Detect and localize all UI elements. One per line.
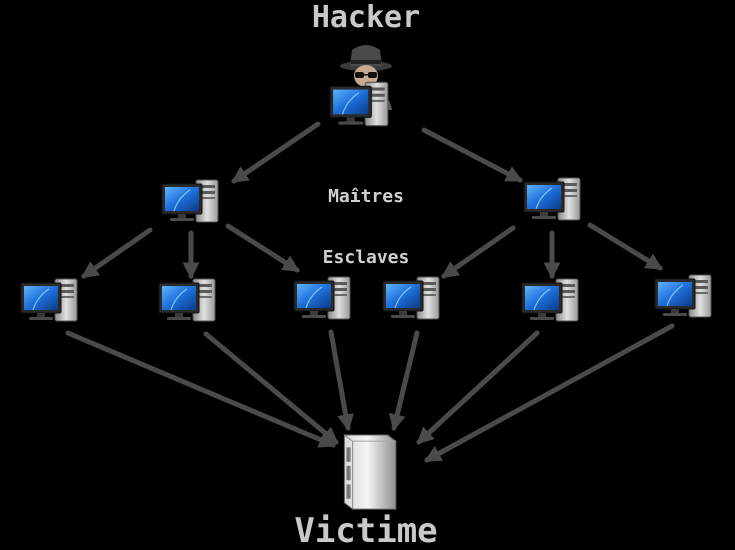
arrow-slave-1-to-victim [65, 330, 337, 448]
arrow-master-left-to-slave-1 [81, 227, 153, 279]
arrow-slave-4-to-victim [388, 330, 420, 432]
arrow-master-right-to-slave-6 [587, 222, 663, 271]
victim-server-icon [343, 434, 397, 510]
nodes-layer [20, 45, 712, 510]
slave-1-computer-icon [20, 278, 78, 322]
arrow-slave-5-to-victim [416, 330, 540, 445]
slaves-label: Esclaves [323, 247, 410, 268]
hacker-node [329, 45, 392, 127]
hacker-computer-icon [329, 81, 389, 127]
arrow-slave-2-to-victim [203, 331, 339, 445]
slave-4-computer-icon [382, 276, 440, 320]
hacker-label: Hacker [312, 0, 420, 35]
arrow-slave-6-to-victim [424, 323, 675, 463]
arrow-master-left-to-slave-3 [225, 223, 300, 273]
masters-label: Maîtres [328, 186, 404, 207]
victim-label: Victime [294, 511, 437, 550]
arrow-hacker-to-master-right [421, 127, 524, 183]
master-left-computer-icon [161, 179, 219, 223]
edges-layer [65, 121, 675, 463]
slave-3-computer-icon [293, 276, 351, 320]
slave-2-computer-icon [158, 278, 216, 322]
slave-5-computer-icon [521, 278, 579, 322]
master-right-computer-icon [523, 177, 581, 221]
arrow-hacker-to-master-left [231, 121, 321, 184]
arrow-master-right-to-slave-4 [441, 225, 516, 279]
arrow-slave-3-to-victim [328, 329, 354, 432]
slave-6-computer-icon [654, 274, 712, 318]
